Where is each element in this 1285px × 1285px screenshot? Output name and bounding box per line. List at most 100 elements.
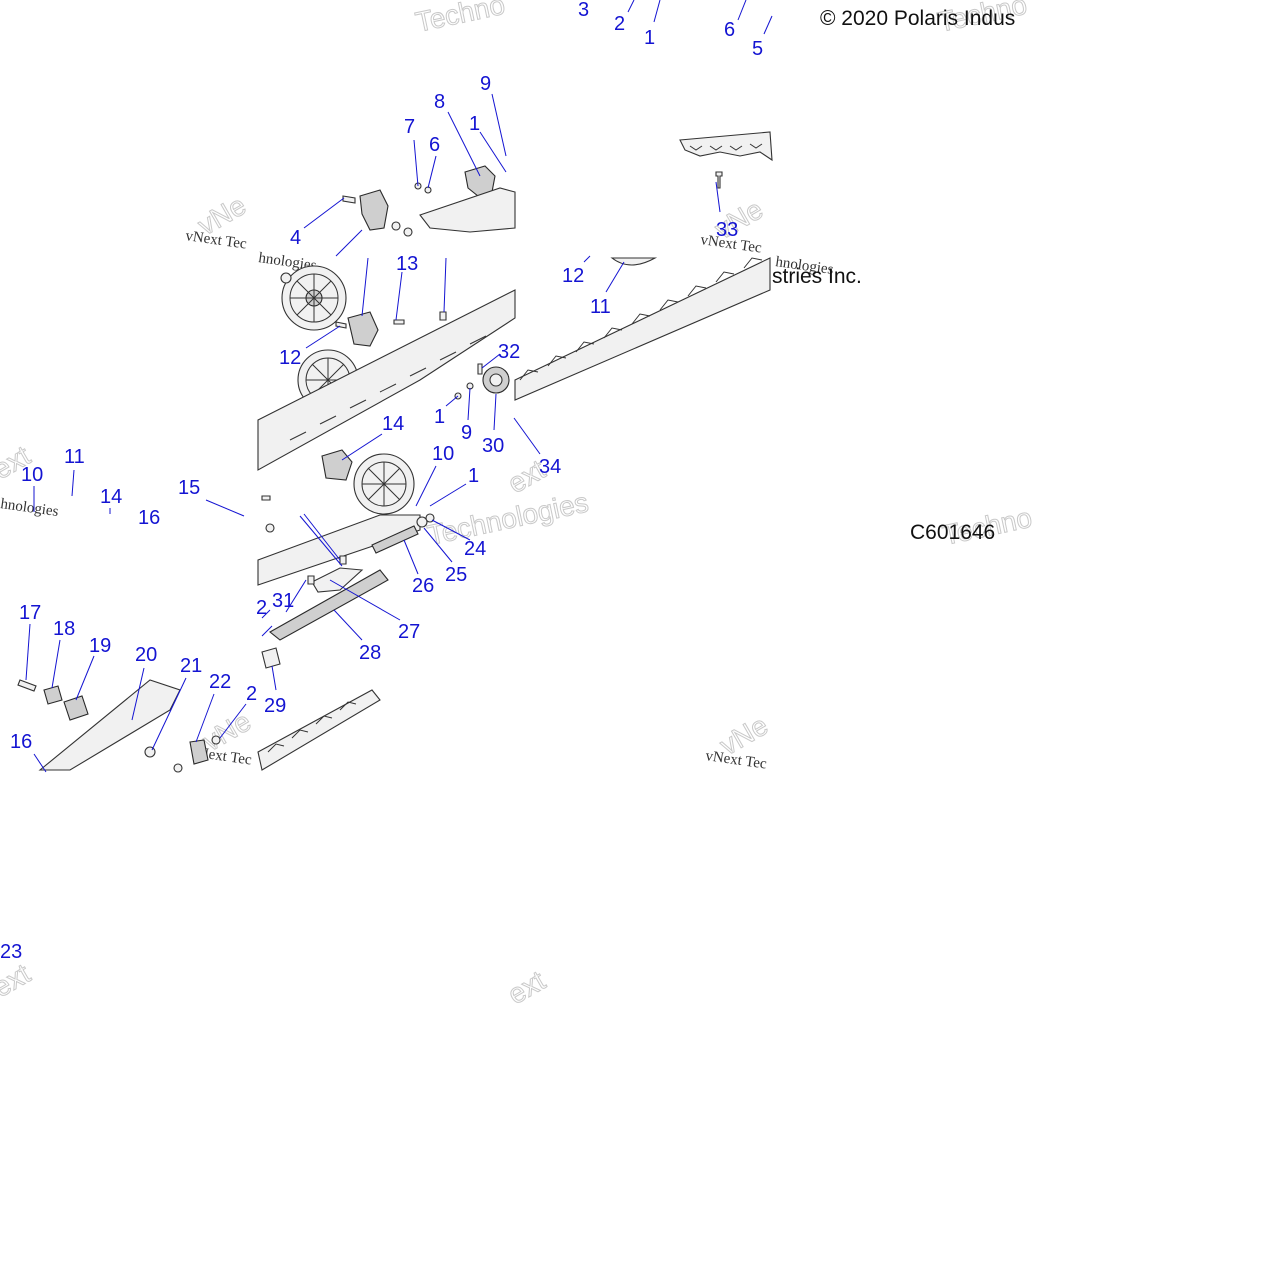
lead-1a [653,0,661,23]
callout-25: 25 [445,564,467,586]
lead-31 [285,579,307,613]
watermark-layer: Techno Techno vNext Tec vNe vNext Tec vN… [0,0,1035,1011]
lead-2bb [261,625,273,637]
watermark-ext-bottomleft: ext [0,958,36,1004]
lead-24 [431,519,471,541]
callout-14: 14 [100,486,122,508]
callout-30: 30 [482,435,504,457]
callout-12: 12 [279,347,301,369]
callout-24: 24 [464,538,486,560]
callout-23: 23 [0,941,22,963]
callout-2: 2 [246,683,257,705]
lead-13 [395,271,403,321]
copyright-text: © 2020 Polaris Indus [820,7,1015,30]
bolt-27 [339,555,347,565]
callout-1: 1 [644,27,655,49]
callout-29: 29 [264,695,286,717]
callout-1: 1 [468,465,479,487]
rail-upper-right-teeth [689,143,763,151]
nut-22c [173,763,183,773]
lead-6a [737,0,747,21]
lead-34 [513,417,541,455]
callout-31: 31 [272,590,294,612]
callout-11: 11 [64,446,85,468]
lead-12a [583,255,591,263]
lead-18 [51,639,61,689]
rail-main [257,289,516,471]
callout-10: 10 [21,464,43,486]
callout-32: 32 [498,341,520,363]
callout-19: 19 [89,635,111,657]
callout-2: 2 [614,13,625,35]
callout-6: 6 [724,19,735,41]
lead-13c [443,257,447,313]
wheel-11-partial [610,257,658,266]
callout-26: 26 [412,575,434,597]
lead-28 [333,609,363,641]
lead-20 [131,667,145,721]
rail-bottom-teeth [267,701,357,753]
callout-5: 5 [752,38,763,60]
block-14 [321,449,353,481]
lead-4 [303,197,345,229]
callout-28: 28 [359,642,381,664]
callout-34: 34 [539,456,561,478]
washer-13a [391,221,401,231]
callout-14: 14 [382,413,404,435]
callout-20: 20 [135,644,157,666]
lead-10a [415,465,437,507]
lead-25 [423,527,453,563]
callout-8: 8 [434,91,445,113]
frame-upper [419,187,516,233]
bushing-29 [261,647,281,669]
lead-8 [447,111,481,177]
lead-13b [361,257,369,317]
lead-9b [467,387,471,421]
washer-4 [280,272,292,284]
rail-upper-right [679,131,773,162]
callout-4: 4 [290,227,301,249]
nut-25 [416,516,428,528]
callout-17: 17 [19,602,41,624]
lead-17 [25,623,31,681]
shaft-26 [371,525,419,554]
lead-15 [205,499,245,517]
rail-main-slots [289,335,487,441]
callout-16: 16 [138,507,160,529]
bolt-31 [307,575,315,585]
rail-long-right [514,257,771,401]
lead-27c [303,513,341,561]
wheel-lower [353,453,415,515]
callout-16: 16 [10,731,32,753]
lead-11b [71,469,75,497]
plate-27 [311,567,364,593]
copyright-fragment: stries Inc. [772,265,862,288]
lead-27 [329,579,401,621]
washer-21 [144,746,156,758]
callout-33: 33 [716,219,738,241]
callout-22: 22 [209,671,231,693]
callout-2: 2 [256,597,267,619]
watermark-technologies-mid: Technologies [425,487,591,551]
parts-layer [17,131,773,773]
lead-1b [479,131,507,173]
bolt-33 [715,171,723,189]
lead-4b [335,229,363,257]
callout-3: 3 [578,0,589,21]
watermark-technologies-top: Techno [413,0,508,38]
lead-16 [33,753,47,773]
bolt-13 [393,319,405,325]
callout-1: 1 [469,113,480,135]
lead-12b [305,325,341,349]
callout-18: 18 [53,618,75,640]
bracket-30 [482,366,510,394]
callout-12: 12 [562,265,584,287]
lead-29 [271,665,277,691]
diagram-code: C601646 [910,521,995,544]
lead-21 [151,677,187,751]
block-12 [347,311,379,347]
watermark-ext-bottommid: ext [503,965,551,1011]
bolt-17 [17,679,37,692]
arm-20 [38,679,181,771]
